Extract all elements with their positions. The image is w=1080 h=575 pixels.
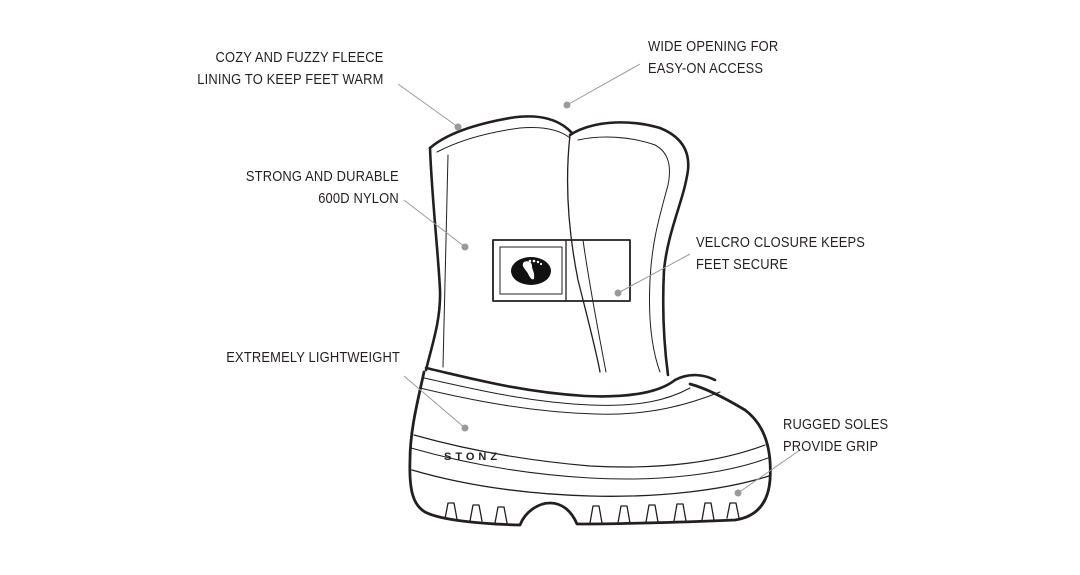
label-line: VELCRO CLOSURE KEEPS <box>696 234 866 251</box>
leader-dot-opening <box>563 101 571 109</box>
label-line: 600D NYLON <box>318 190 399 207</box>
leader-dot-lightweight <box>461 424 469 432</box>
label-line: COZY AND FUZZY FLEECE <box>215 49 384 66</box>
sole-treads <box>444 502 740 524</box>
leader-dot-velcro <box>614 289 622 297</box>
label-line: EASY-ON ACCESS <box>648 60 764 77</box>
label-wide-opening: WIDE OPENING FOR EASY-ON ACCESS <box>648 36 800 80</box>
velcro-strap <box>492 239 631 302</box>
label-nylon: STRONG AND DURABLE 600D NYLON <box>221 166 399 210</box>
label-line: PROVIDE GRIP <box>783 438 879 455</box>
brand-wordmark: STONZ <box>444 451 501 463</box>
boot-lower-shell <box>408 370 772 527</box>
label-line: STRONG AND DURABLE <box>246 168 399 185</box>
foot-logo-icon <box>511 257 551 285</box>
leader-dot-nylon <box>461 243 469 251</box>
label-line: EXTREMELY LIGHTWEIGHT <box>226 349 400 366</box>
leader-dot-fleece <box>454 123 462 131</box>
boot-rear-panel <box>568 121 690 377</box>
label-line: LINING TO KEEP FEET WARM <box>197 71 384 88</box>
label-rugged-soles: RUGGED SOLES PROVIDE GRIP <box>783 414 905 458</box>
leader-dot-soles <box>734 489 742 497</box>
label-line: FEET SECURE <box>696 256 788 273</box>
label-velcro: VELCRO CLOSURE KEEPS FEET SECURE <box>696 232 893 276</box>
label-fleece-lining: COZY AND FUZZY FLEECE LINING TO KEEP FEE… <box>167 47 384 91</box>
label-line: WIDE OPENING FOR <box>648 38 779 55</box>
label-lightweight: EXTREMELY LIGHTWEIGHT <box>198 347 400 369</box>
label-line: RUGGED SOLES <box>783 416 889 433</box>
boot-front-shaft <box>428 115 574 150</box>
